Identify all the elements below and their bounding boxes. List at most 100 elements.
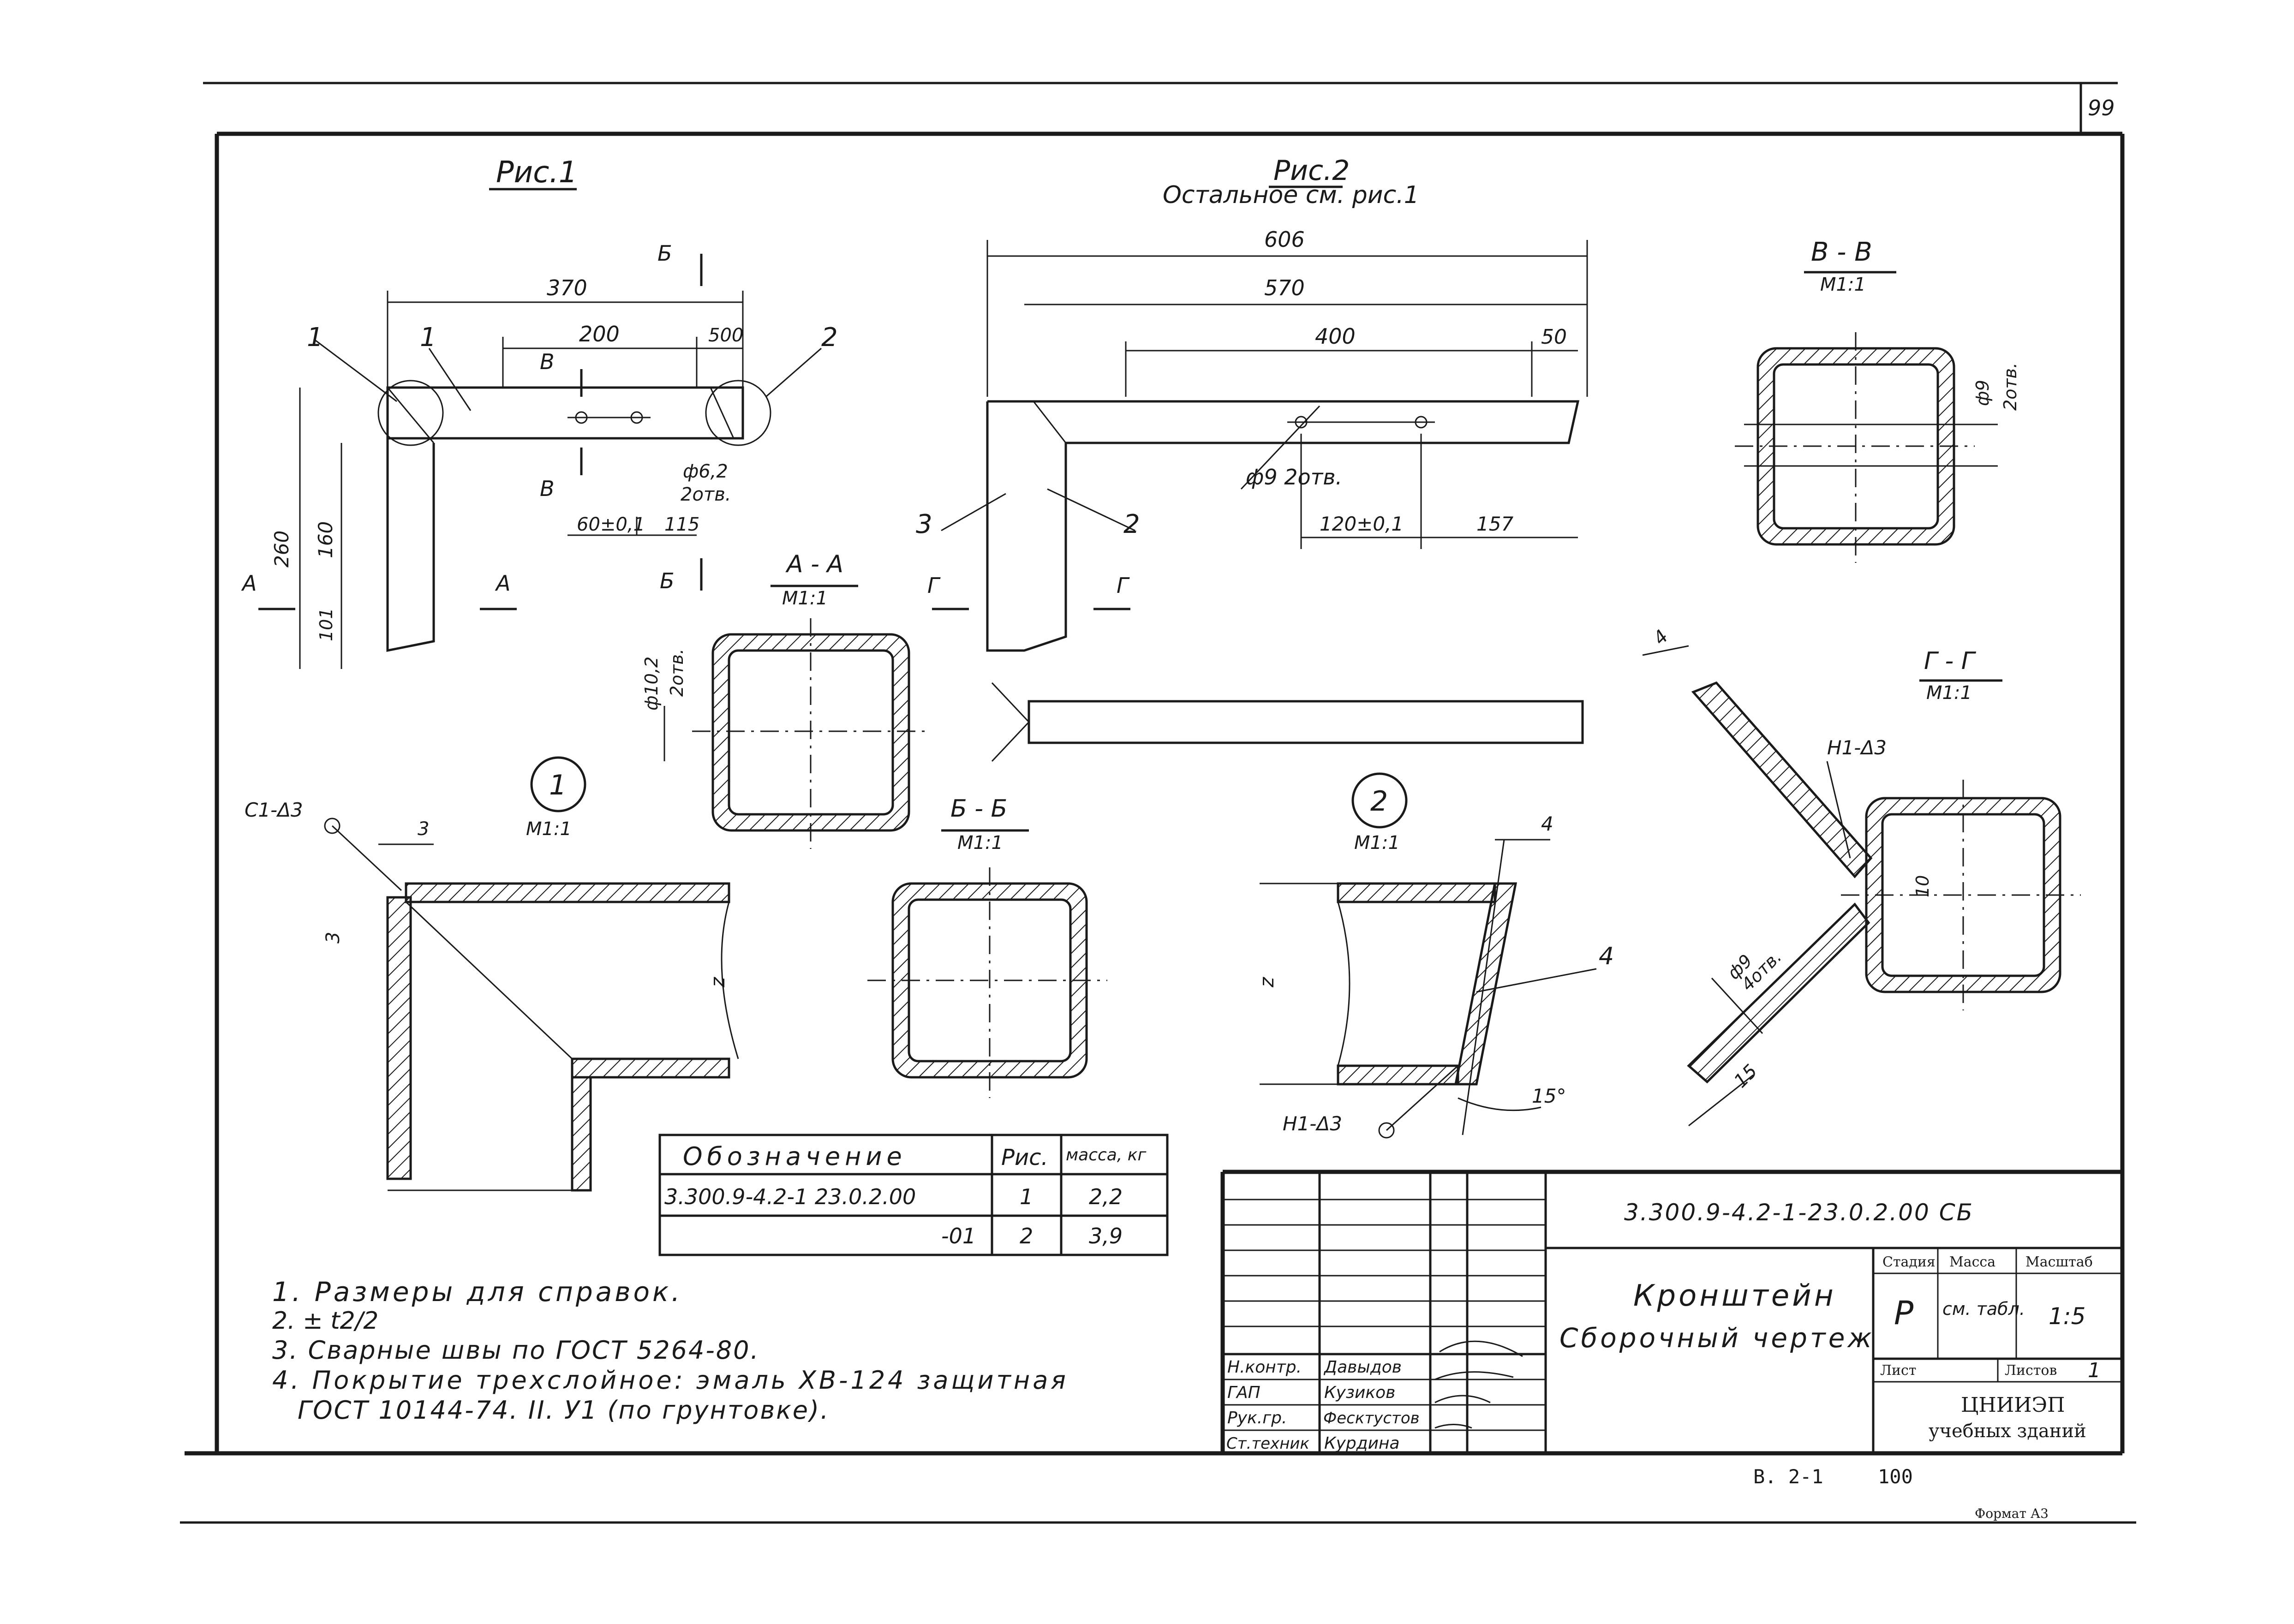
- role-group-lead: Рук.гр.: [1227, 1409, 1287, 1427]
- cut-b-top: Б: [657, 241, 672, 266]
- dim-120: 120±0,1: [1320, 513, 1404, 535]
- dim-3-top: 3: [418, 818, 429, 840]
- section-aa: А - А М1:1: [663, 550, 927, 849]
- section-vv-title: В - В: [1811, 237, 1872, 267]
- cut-g-right: Г: [1117, 573, 1130, 598]
- role-gap: ГАП: [1227, 1383, 1261, 1402]
- name-1: Давыдов: [1323, 1358, 1402, 1377]
- figure-2: Рис.2 Остальное см. рис.1: [932, 155, 1588, 762]
- stage-header: Стадия: [1882, 1254, 1936, 1270]
- spec-header-fig: Рис.: [1001, 1145, 1048, 1170]
- format-label: Формат А3: [1975, 1506, 2049, 1521]
- dim-400: 400: [1315, 324, 1356, 349]
- section-bb-scale: М1:1: [957, 832, 1003, 854]
- section-bb-title: Б - Б: [950, 795, 1007, 823]
- note-4: 4. Покрытие трехслойное: эмаль ХВ-124 за…: [272, 1366, 1069, 1395]
- dim-hole-10: ф10,2: [641, 657, 662, 710]
- node1-scale: М1:1: [526, 818, 572, 840]
- cut-v-top: В: [540, 349, 555, 374]
- note-5: ГОСТ 10144-74. II. У1 (по грунтовке).: [298, 1396, 830, 1425]
- spec-header-mass: масса, кг: [1066, 1146, 1147, 1164]
- callout-2a: 2: [821, 322, 838, 352]
- role-senior-tech: Ст.техник: [1226, 1434, 1310, 1453]
- spec-row2-designation: -01: [941, 1224, 976, 1248]
- sheets-label: Листов: [2005, 1362, 2057, 1379]
- name-2: Кузиков: [1324, 1383, 1395, 1402]
- dim-3-side: 3: [323, 932, 344, 943]
- dim-115: 115: [664, 514, 699, 535]
- weld-c1: С1-Δ3: [245, 799, 303, 821]
- note-2: 2. ± t2/2: [272, 1307, 378, 1335]
- dim-370: 370: [547, 275, 587, 300]
- node1-number: 1: [549, 769, 567, 801]
- mass-header: Масса: [1949, 1254, 1995, 1270]
- callout-4: 4: [1599, 943, 1614, 970]
- dim-606: 606: [1264, 227, 1305, 252]
- dim-4-node2: 4: [1541, 812, 1553, 835]
- figure-1: Рис.1: [258, 155, 822, 669]
- spec-header-designation: Обозначение: [683, 1142, 907, 1171]
- node2-scale: М1:1: [1354, 832, 1400, 854]
- dim-hole-vv: ф9: [1972, 380, 1993, 406]
- section-gg-title: Г - Г: [1924, 647, 1977, 675]
- dim-holes-aa: 2отв.: [667, 649, 687, 697]
- dim-15: 15: [1730, 1061, 1762, 1093]
- callout-1b: 1: [420, 322, 436, 352]
- section-vv: В - В М1:1: [1735, 237, 1998, 563]
- node-1: 1 М1:1: [324, 756, 739, 1192]
- org-line-2: учебных зданий: [1929, 1421, 2086, 1442]
- fig1-title: Рис.1: [496, 155, 577, 190]
- page-number: 99: [2088, 96, 2115, 120]
- dim-160: 160: [314, 521, 337, 558]
- dim-z-node1: z: [706, 977, 729, 988]
- spec-row2-fig: 2: [1020, 1224, 1033, 1248]
- callout-2b: 2: [1123, 509, 1140, 539]
- sheet-frame: [180, 82, 2136, 1524]
- spec-row1-designation: 3.300.9-4.2-1 23.0.2.00: [664, 1184, 916, 1209]
- weld-h1-node2: Н1-Δ3: [1283, 1112, 1342, 1135]
- footer-left: В. 2-1: [1753, 1465, 1823, 1488]
- section-gg: Г - Г М1:1: [1642, 645, 2081, 1127]
- org-line-1: ЦНИИЭП: [1961, 1393, 2065, 1417]
- cut-g-left: Г: [927, 573, 941, 598]
- section-aa-title: А - А: [785, 550, 843, 578]
- cut-a-left: А: [241, 571, 257, 596]
- document-code: 3.300.9-4.2-1-23.0.2.00 СБ: [1624, 1199, 1974, 1226]
- dim-z-node2: z: [1255, 977, 1278, 988]
- dim-500: 500: [708, 325, 743, 346]
- fig2-subtitle: Остальное см. рис.1: [1163, 181, 1419, 209]
- cut-v-bottom: В: [540, 476, 555, 501]
- spec-table: [658, 1134, 1169, 1256]
- dim-200: 200: [579, 322, 620, 346]
- dim-holes-vv: 2отв.: [2000, 363, 2020, 411]
- name-4: Курдина: [1324, 1434, 1400, 1453]
- note-3: 3. Сварные швы по ГОСТ 5264-80.: [272, 1336, 760, 1365]
- footer-right: 100: [1878, 1465, 1913, 1488]
- dim-570: 570: [1264, 275, 1305, 300]
- product-name: Кронштейн: [1633, 1279, 1836, 1313]
- fig2-title: Рис.2: [1273, 155, 1350, 187]
- dim-hole-9: ф9 2отв.: [1246, 465, 1342, 490]
- dim-holes-count: 2отв.: [681, 484, 731, 505]
- node-2: 2 М1:1: [1260, 772, 1597, 1139]
- notes: 1. Размеры для справок. 2. ± t2/2 3. Сва…: [272, 1276, 1069, 1425]
- section-gg-scale: М1:1: [1926, 682, 1972, 704]
- dim-50: 50: [1541, 325, 1567, 349]
- dim-hole-d: ф6,2: [683, 461, 728, 482]
- cut-b-bottom: Б: [660, 568, 675, 593]
- spec-row2-mass: 3,9: [1089, 1224, 1123, 1248]
- spec-row1-fig: 1: [1020, 1184, 1033, 1209]
- spec-row1-mass: 2,2: [1089, 1184, 1123, 1209]
- dim-101: 101: [316, 608, 336, 641]
- scale-header: Масштаб: [2025, 1254, 2093, 1270]
- scale-value: 1:5: [2049, 1303, 2085, 1330]
- section-aa-scale: М1:1: [782, 588, 828, 609]
- stage-value: Р: [1894, 1294, 1914, 1332]
- sheets-count: 1: [2088, 1359, 2101, 1382]
- title-block: [1220, 1170, 2122, 1453]
- weld-h1-gg: Н1-Δ3: [1827, 736, 1887, 759]
- mass-value: см. табл.: [1942, 1299, 2025, 1319]
- section-vv-scale: М1:1: [1820, 274, 1866, 295]
- dim-60: 60±0,1: [577, 514, 645, 535]
